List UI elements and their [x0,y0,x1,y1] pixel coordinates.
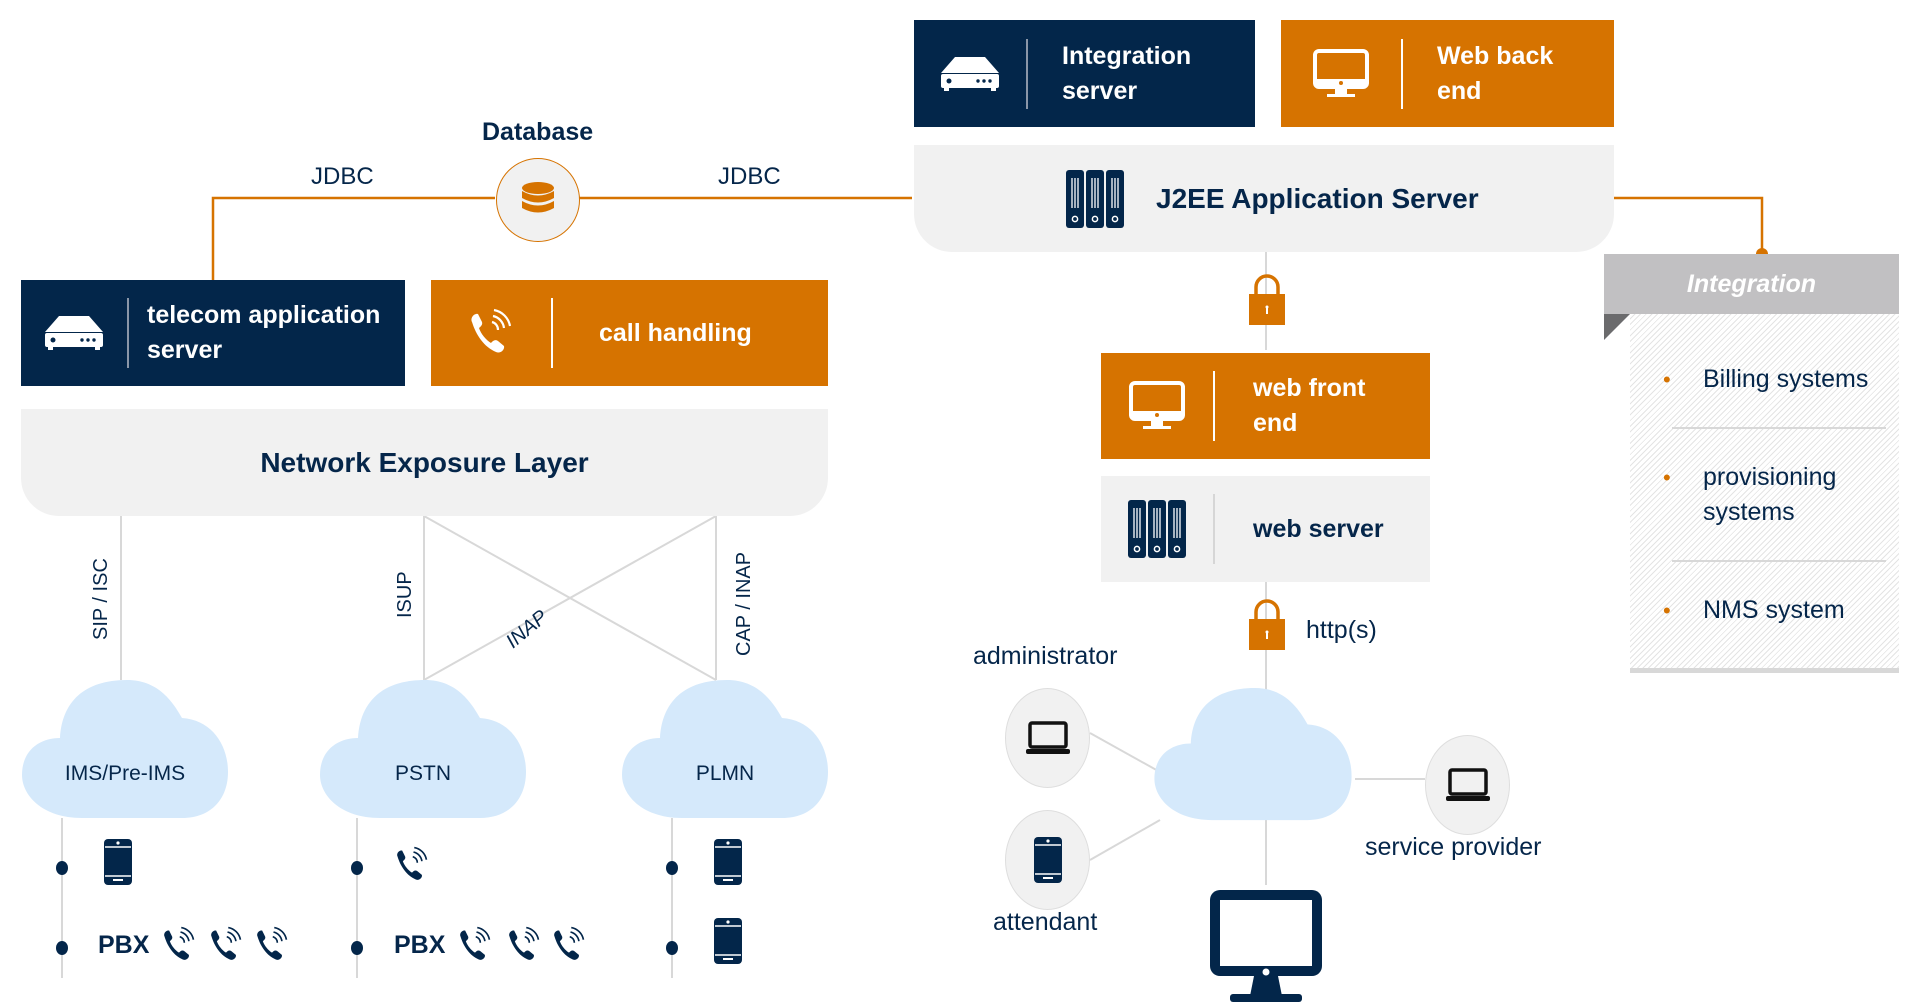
web-back-end-label: Web back end [1437,41,1554,105]
phone-ringing-icon [163,926,195,961]
integration-panel [1630,314,1899,673]
phone-ringing-icon [210,926,242,961]
bullet: • [1663,465,1671,490]
integration-server-label: Integration server [1062,41,1192,105]
attendant-link [1089,819,1161,861]
server-appliance-icon [941,56,999,91]
cloud-label-plmn: PLMN [695,762,755,785]
jdbc-label-right: JDBC [718,163,781,190]
integration-item-label: Billing systems [1703,365,1869,393]
cloud-label-pstn: PSTN [394,762,451,785]
monitor-icon [1313,48,1369,97]
separator [1213,371,1215,441]
web-server-box[interactable]: web server [1101,476,1430,582]
bullet: • [1663,367,1671,392]
network-exposure-layer-label: Network Exposure Layer [260,446,589,478]
cloud-plmn[interactable] [622,680,828,820]
phone-ringing-icon [396,846,428,881]
web-server-label: web server [1253,514,1384,543]
mobile-phone-icon [104,839,132,885]
server-appliance-icon [45,316,103,350]
bullet: • [1663,598,1671,623]
integration-link [1603,196,1764,254]
bullet [351,861,363,875]
inap-cross-link-2 [423,515,717,681]
phone-ringing-icon [459,926,491,961]
bullet [56,941,68,955]
integration-panel-fold [1604,314,1630,340]
service-provider-label: service provider [1365,833,1542,861]
separator [1213,494,1215,564]
monitor-icon [1129,381,1185,429]
telecom-application-server-box[interactable]: telecom application server [21,280,405,386]
protocol-label-isup: ISUP [394,571,416,618]
administrator-label: administrator [973,642,1118,670]
cloud-internet[interactable] [1150,688,1356,822]
phone-ringing-icon [508,926,540,961]
telecom-application-server-label: telecom application server [147,301,381,364]
mobile-phone-icon [714,918,742,964]
call-handling-label: call handling [599,318,752,347]
server-rack-icon [1128,500,1186,558]
jdbc-label-left: JDBC [311,163,374,190]
divider [1672,560,1886,562]
bullet [666,941,678,955]
attendant-label: attendant [993,908,1098,936]
protocol-label-sip: SIP / ISC [90,558,112,640]
j2ee-application-server-label: J2EE Application Server [1156,182,1479,214]
cloud-ims[interactable] [22,680,228,820]
bullet [56,861,68,875]
administrator-node[interactable] [1005,688,1090,788]
integration-title: Integration [1686,269,1817,298]
integration-server-box[interactable]: Integration server [914,20,1255,127]
network-exposure-layer[interactable]: Network Exposure Layer [21,409,828,516]
database-icon [522,182,554,213]
admin-link [1089,732,1161,773]
database-title: Database [482,118,594,146]
bullet [351,941,363,955]
lock-icon [1249,599,1285,650]
attendant-node[interactable] [1005,810,1090,910]
lock-icon [1249,274,1285,325]
phone-ringing-icon [553,926,585,961]
pbx-label-ims: PBX [98,931,150,959]
database-node[interactable] [496,158,580,242]
separator [1026,38,1028,109]
web-front-end-label: web front end [1253,374,1366,437]
integration-item-label: provisioning systems [1703,463,1837,526]
laptop-icon [1025,721,1070,754]
mobile-phone-icon [714,839,742,885]
bullet [666,861,678,875]
call-handling-box[interactable]: call handling [431,280,828,386]
separator [127,298,129,368]
integration-item-label: NMS system [1703,596,1845,624]
j2ee-application-server[interactable]: J2EE Application Server [914,145,1614,252]
integration-panel-header: Integration [1604,254,1899,314]
laptop-icon [1445,768,1490,801]
separator [1401,38,1403,109]
pbx-label-pstn: PBX [394,931,446,959]
service-provider-node[interactable] [1425,735,1510,835]
http-label: http(s) [1306,616,1377,644]
server-rack-icon [1066,169,1124,228]
web-front-end-box[interactable]: web front end [1101,353,1430,459]
protocol-label-cap-inap: CAP / INAP [733,551,755,656]
mobile-phone-icon [1033,837,1062,883]
divider [1672,427,1886,429]
web-back-end-box[interactable]: Web back end [1281,20,1614,127]
desktop-monitor-icon [1210,890,1322,1002]
separator [551,298,553,368]
cloud-pstn[interactable] [320,680,526,820]
cloud-label-ims: IMS/Pre-IMS [64,762,186,785]
phone-ringing-icon [471,308,512,353]
jdbc-link-left [211,196,495,280]
phone-ringing-icon [256,926,288,961]
